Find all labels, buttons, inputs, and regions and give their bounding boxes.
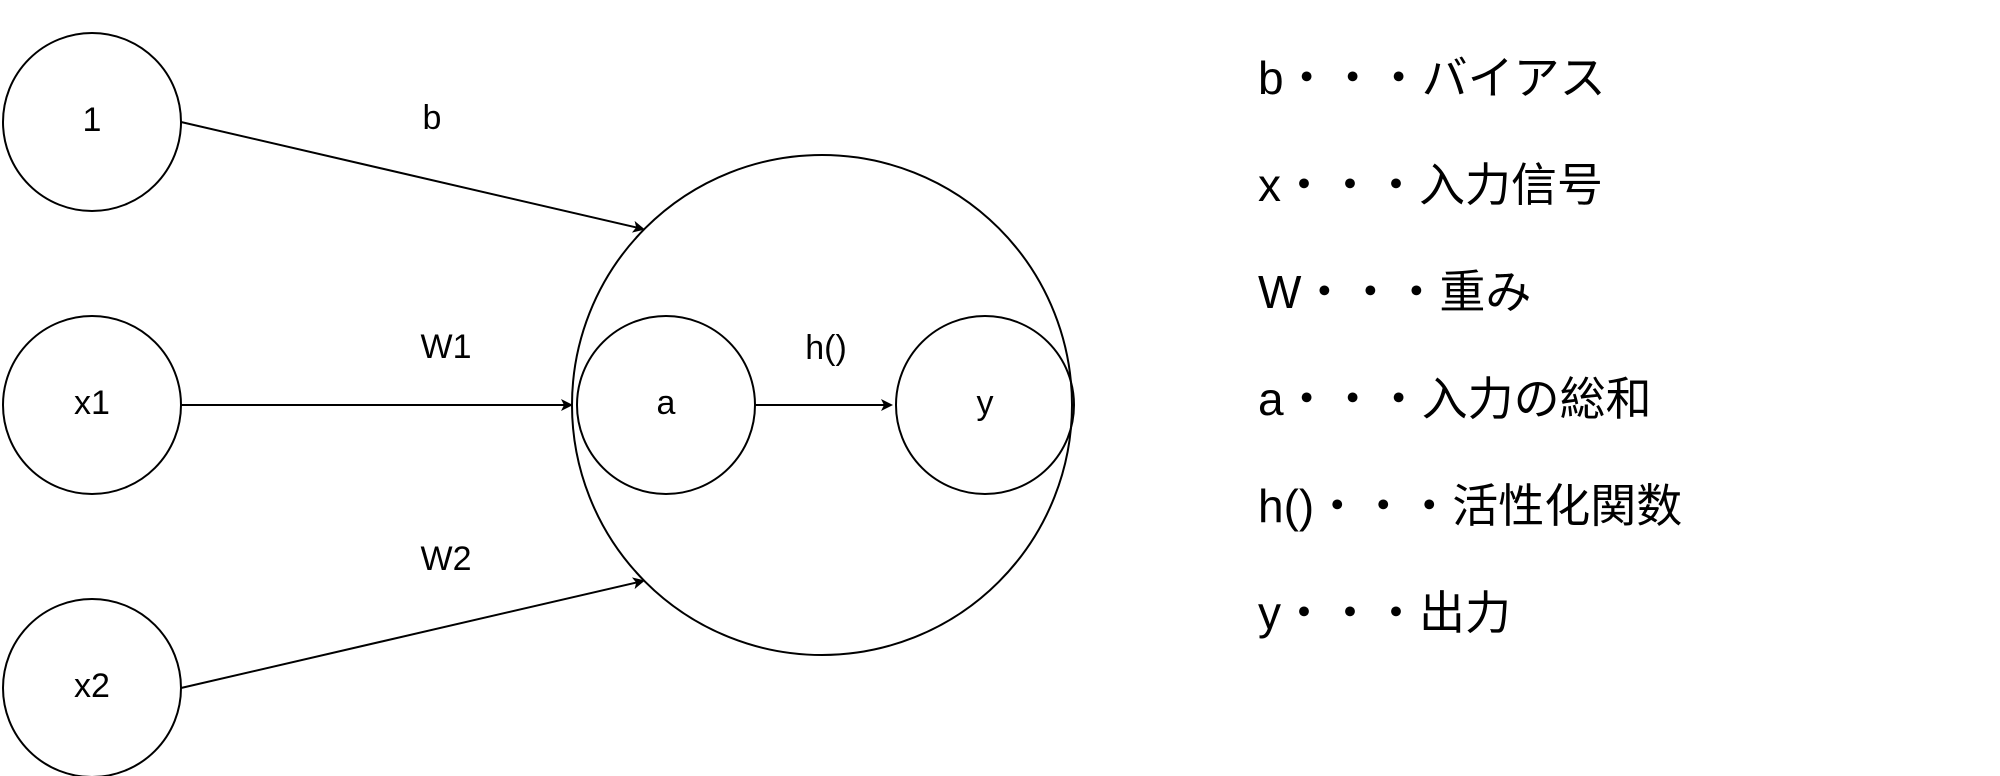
- legend-item-output: y・・・出力: [1258, 587, 1511, 639]
- edge-label-w1: W1: [421, 328, 472, 366]
- x2-input-label: x2: [74, 667, 110, 705]
- edge-label-b: b: [423, 99, 442, 137]
- edge-label-h: h(): [805, 329, 847, 367]
- x1-input-label: x1: [74, 384, 110, 422]
- legend-item-bias: b・・・バイアス: [1258, 52, 1606, 104]
- edge-bias-to-neuron: [180, 121, 645, 233]
- bias-input-label: 1: [83, 101, 102, 139]
- legend-item-activation: h()・・・活性化関数: [1258, 480, 1683, 532]
- legend-item-input-sum: a・・・入力の総和: [1258, 373, 1652, 425]
- legend-item-input-signal: x・・・入力信号: [1258, 159, 1603, 211]
- edge-x2-to-neuron: [180, 577, 645, 689]
- y-node-label: y: [977, 384, 994, 422]
- edge-label-w2: W2: [421, 540, 472, 578]
- legend-item-weight: W・・・重み: [1258, 266, 1532, 318]
- y-node: [895, 315, 1075, 495]
- a-node-label: a: [657, 384, 676, 422]
